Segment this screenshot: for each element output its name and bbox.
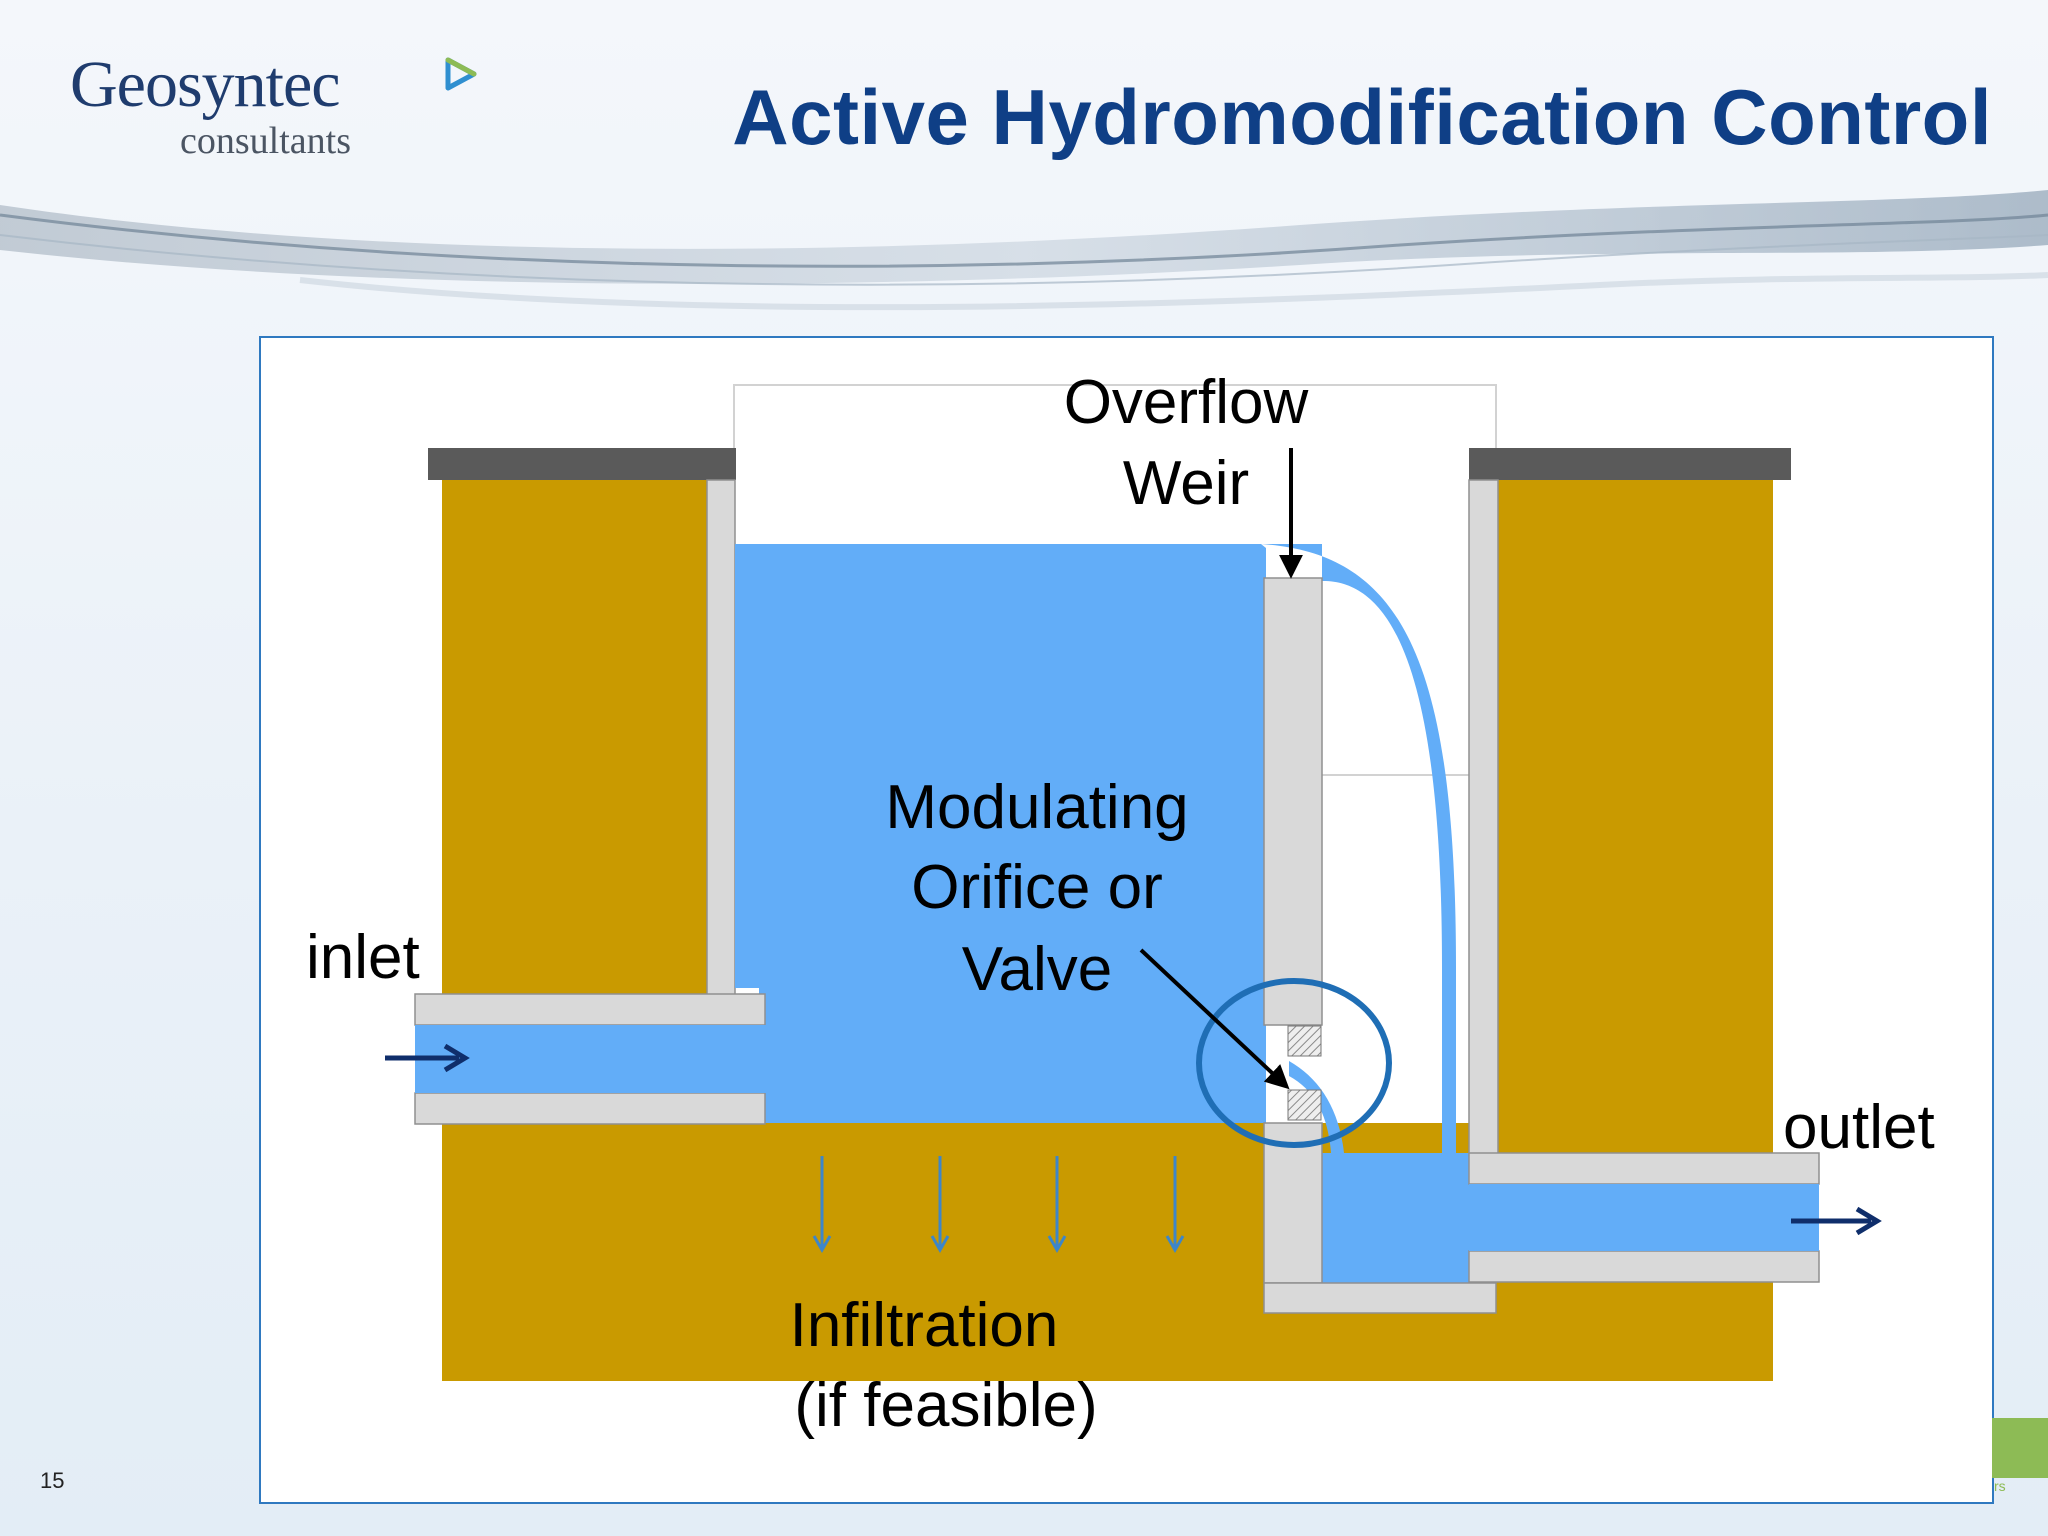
diagram-frame: Overflow Weir Modulating Orifice or Valv… xyxy=(259,336,1994,1504)
stored-water xyxy=(735,544,1266,1123)
corner-accent xyxy=(1992,1418,2048,1478)
riser-wall-upper xyxy=(1263,577,1323,1026)
slide-number: 15 xyxy=(40,1468,65,1493)
inlet-pipe-top xyxy=(414,993,766,1026)
infiltration-arrows xyxy=(812,1156,1185,1254)
outlet-flow xyxy=(1469,1184,1819,1251)
valve-upper-seat xyxy=(1287,1025,1322,1057)
outlet-pipe-bottom xyxy=(1468,1250,1820,1283)
valve-lower-seat xyxy=(1287,1089,1322,1121)
outlet-label: outlet xyxy=(1783,1093,1935,1162)
valve-highlight-circle xyxy=(1196,978,1392,1148)
hydromodification-diagram: Overflow Weir Modulating Orifice or Valv… xyxy=(306,368,1935,1440)
soil-right-wall xyxy=(1498,478,1773,1233)
overflow-label-line2: Weir xyxy=(1123,449,1249,518)
infiltration-label-line2: (if feasible) xyxy=(794,1371,1097,1440)
modulating-label-line3: Valve xyxy=(962,935,1113,1004)
soil-left-wall xyxy=(442,478,717,998)
valve-callout-arrow xyxy=(1139,948,1290,1090)
inlet-flow xyxy=(415,1025,767,1093)
orifice-jet xyxy=(1289,1061,1344,1153)
logo-subtitle: consultants xyxy=(180,120,351,162)
riser-wall-lower xyxy=(1263,1122,1323,1284)
inlet-label: inlet xyxy=(306,923,420,992)
left-cap xyxy=(428,448,736,480)
logo-wordmark: Geosyntec xyxy=(70,48,341,121)
corner-text: rs xyxy=(1994,1478,2006,1494)
outlet-arrow-icon xyxy=(1791,1206,1882,1236)
company-logo: Geosyntec consultants xyxy=(70,48,477,162)
overflow-label-line1: Overflow xyxy=(1064,368,1309,437)
infiltration-label-line1: Infiltration xyxy=(790,1291,1059,1360)
decorative-wave xyxy=(0,190,2048,311)
modulating-label-line1: Modulating xyxy=(885,773,1188,842)
inlet-arrow-icon xyxy=(385,1043,470,1073)
lower-chamber-water xyxy=(1322,1153,1473,1283)
logo-play-icon xyxy=(445,57,477,91)
riser-base xyxy=(1263,1282,1497,1314)
tank-right-wall xyxy=(1468,479,1499,1166)
slide-title: Active Hydromodification Control xyxy=(732,73,1992,161)
modulating-label-line2: Orifice or xyxy=(911,853,1162,922)
tank-left-wall xyxy=(706,479,736,997)
outlet-pipe-top xyxy=(1468,1152,1820,1185)
inlet-pipe-bottom xyxy=(414,1092,766,1125)
right-cap xyxy=(1469,448,1791,480)
